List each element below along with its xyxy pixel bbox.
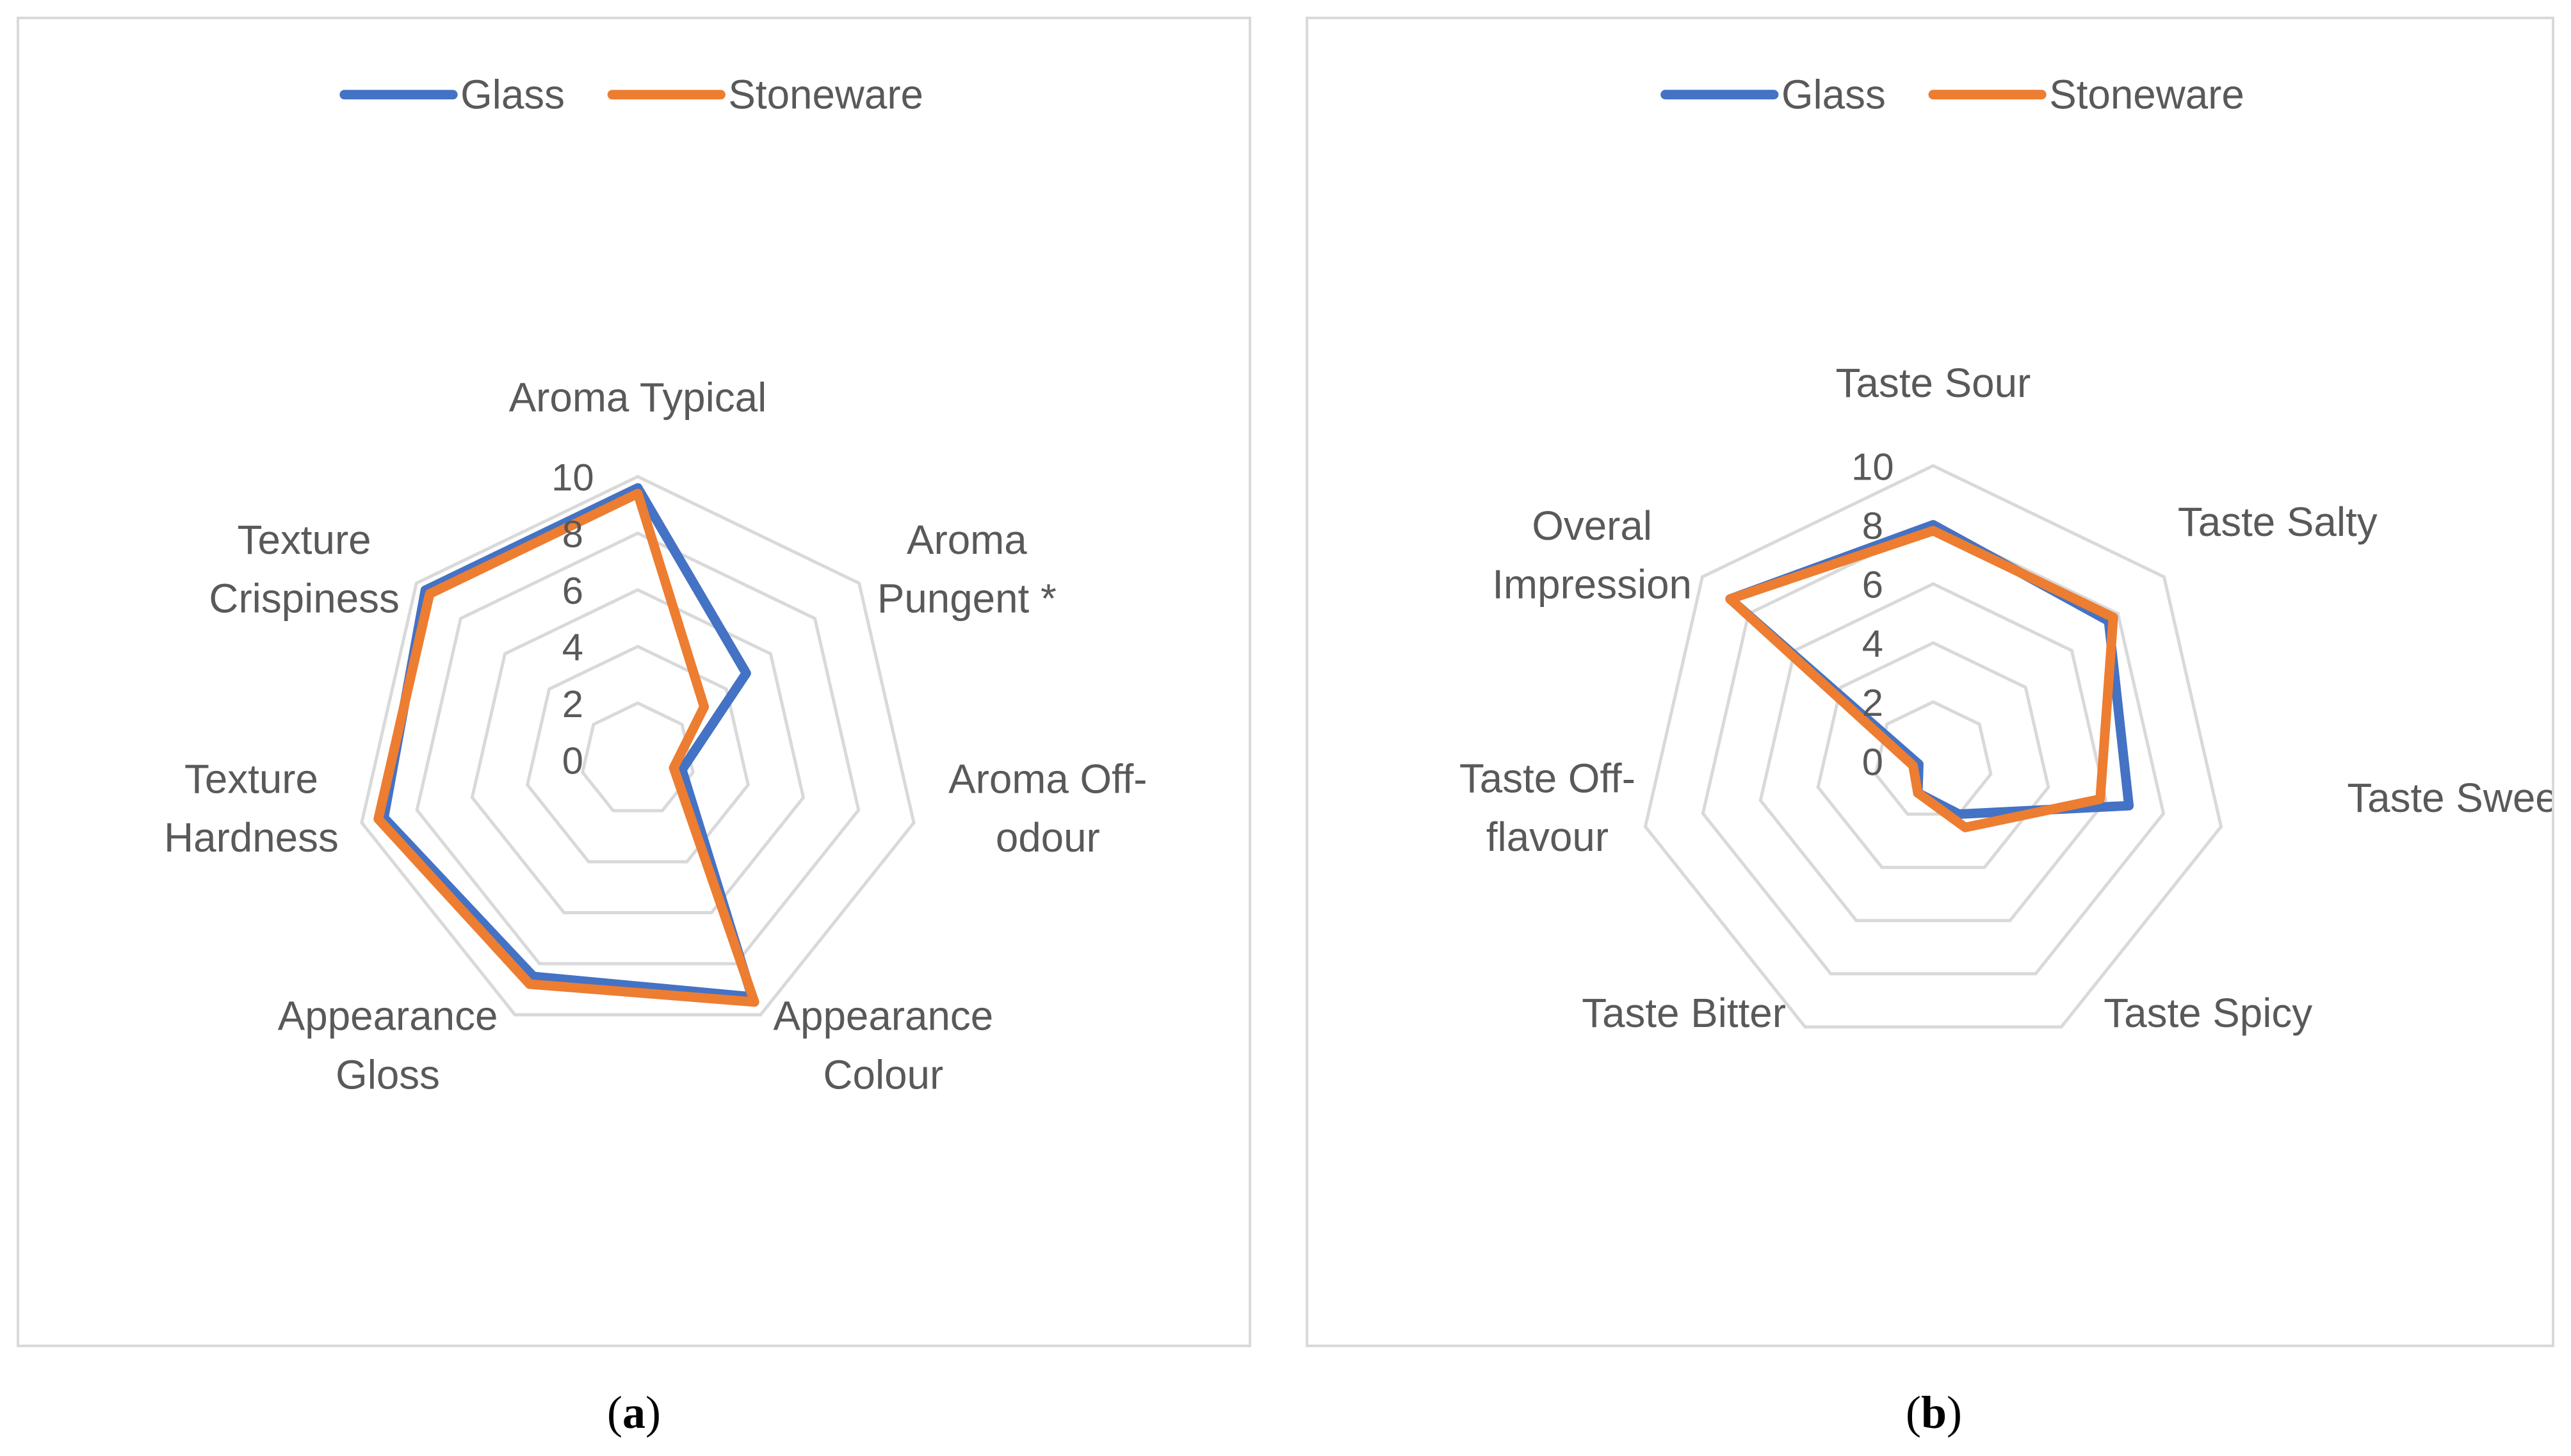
caption-a-letter: a xyxy=(622,1387,645,1438)
series-line-b-stoneware xyxy=(1725,526,2118,832)
tick-label-a-4: 4 xyxy=(562,626,583,669)
grid-ring-a-8 xyxy=(415,531,861,966)
legend-label-b-stoneware: Stoneware xyxy=(2049,72,2244,118)
caption-a-open: ( xyxy=(607,1387,622,1438)
tick-label-b-6: 6 xyxy=(1862,563,1883,606)
tick-label-a-10: 10 xyxy=(551,456,594,499)
axis-label-a-2: Aroma Off-odour xyxy=(948,756,1147,861)
axis-label-b-4: Taste Bitter xyxy=(1582,990,1786,1036)
tick-label-b-2: 2 xyxy=(1862,681,1883,724)
axis-label-b-5: Taste Off-flavour xyxy=(1459,755,1635,860)
grid-ring-b-6 xyxy=(1758,582,2108,923)
grid-ring-b-10 xyxy=(1643,464,2223,1029)
tick-label-b-8: 8 xyxy=(1862,505,1883,547)
axis-label-b-0: Taste Sour xyxy=(1836,360,2031,406)
grid-ring-b-4 xyxy=(1816,641,2050,870)
grid-ring-a-2 xyxy=(581,701,695,813)
caption-b: (b) xyxy=(1838,1386,2030,1439)
caption-a: (a) xyxy=(538,1386,730,1439)
legend-label-b-glass: Glass xyxy=(1781,72,1886,118)
grid-ring-a-10 xyxy=(360,474,916,1017)
caption-b-close: ) xyxy=(1947,1387,1962,1438)
grid-ring-a-6 xyxy=(470,588,806,914)
axis-label-a-0: Aroma Typical xyxy=(509,375,767,421)
tick-label-a-8: 8 xyxy=(562,513,583,556)
caption-b-open: ( xyxy=(1905,1387,1921,1438)
axis-label-b-2: Taste Sweet * xyxy=(2347,775,2552,821)
tick-label-b-10: 10 xyxy=(1851,445,1894,488)
series-line-a-stoneware xyxy=(373,489,759,1007)
caption-a-close: ) xyxy=(645,1387,661,1438)
axis-label-b-1: Taste Salty xyxy=(2178,499,2378,545)
legend-label-a-glass: Glass xyxy=(460,72,565,118)
tick-label-a-2: 2 xyxy=(562,683,583,725)
tick-label-b-0: 0 xyxy=(1862,740,1883,783)
grid-ring-b-8 xyxy=(1701,522,2166,976)
legend-label-a-stoneware: Stoneware xyxy=(728,72,923,118)
grid-ring-a-4 xyxy=(525,644,750,864)
caption-b-letter: b xyxy=(1920,1387,1947,1438)
axis-label-b-3: Taste Spicy xyxy=(2104,990,2312,1036)
tick-label-a-6: 6 xyxy=(562,569,583,612)
tick-label-a-0: 0 xyxy=(562,739,583,782)
tick-label-b-4: 4 xyxy=(1862,622,1883,665)
